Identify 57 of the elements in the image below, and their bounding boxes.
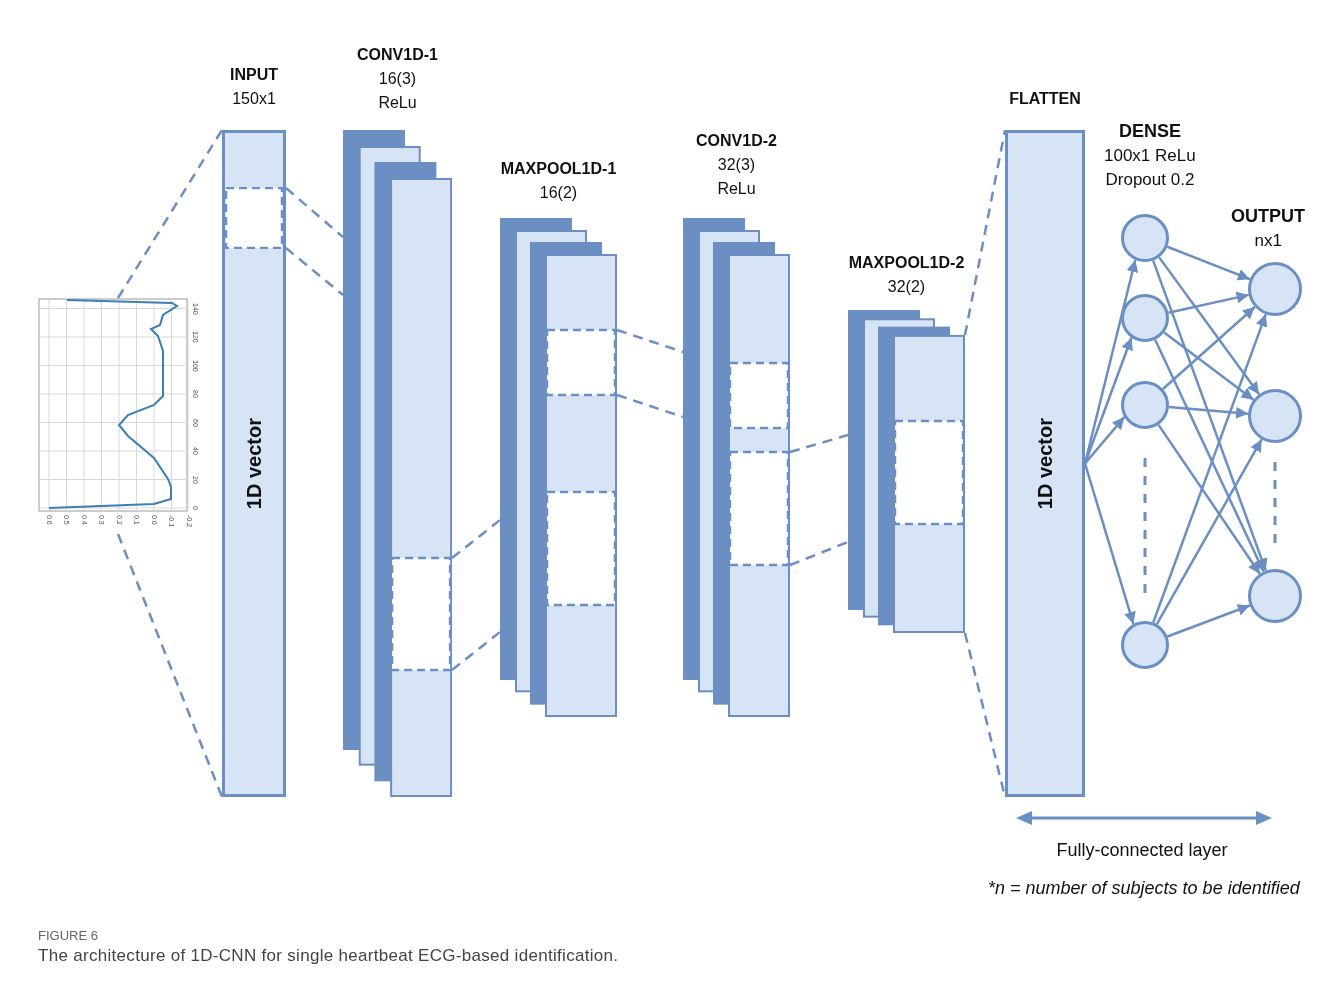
layer-title: CONV1D-2 [695,131,778,151]
projection-line [116,129,224,299]
figure-caption: The architecture of 1D-CNN for single heartbeat ECG-based identification. [38,946,619,966]
layer-params: ReLu [377,93,418,113]
neuron-circle [1121,621,1169,669]
layer-params: 16(2) [538,183,579,203]
arrow [1162,306,1256,390]
projection-line [285,247,344,296]
arrow [1163,331,1255,401]
layer-params: 32(2) [886,277,927,297]
arrow [1084,416,1126,465]
layer-params: nx1 [1254,232,1282,249]
arrow [1152,260,1268,572]
neuron-circle [1248,389,1302,443]
layer-params: 100x1 ReLu [1104,147,1196,164]
arrow [1155,438,1263,625]
layer-title: FLATTEN [1008,89,1082,109]
layer-title: INPUT [229,65,279,85]
projection-line [451,519,501,559]
layer-params: ReLu [716,179,757,199]
arrow [1157,424,1261,575]
projection-line [285,187,344,238]
projection-line [116,533,224,798]
arrow [1154,339,1265,573]
projection-line [616,328,684,354]
arrow [1166,245,1251,281]
layer-params: Dropout 0.2 [1105,171,1195,188]
arrow [1158,256,1261,395]
projection-line [616,393,684,419]
projection-line [451,631,501,671]
neuron-circle [1121,294,1169,342]
arrow [1168,291,1249,314]
neuron-circle [1121,214,1169,262]
axis-caption: Fully-connected layer [1056,841,1228,859]
projection-line [789,540,849,567]
neuron-circle [1121,381,1169,429]
layer-params: 16(3) [377,69,418,89]
layer-title: MAXPOOL1D-1 [500,159,617,179]
bar-label: 1D vector [242,417,266,510]
layer-params: 32(3) [716,155,757,175]
figure-number: FIGURE 6 [38,929,98,942]
bar-label: 1D vector [1033,417,1057,510]
projection-line [789,433,849,454]
arrow [1167,604,1251,638]
arrow [1083,337,1133,464]
footnote: *n = number of subjects to be identified [988,879,1300,897]
arrow [1083,463,1136,625]
arrow [1168,405,1249,419]
neuron-circle [1248,262,1302,316]
projection-line [963,129,1007,336]
layer-title: CONV1D-1 [356,45,439,65]
neuron-circle [1248,569,1302,623]
layer-title: OUTPUT [1231,207,1305,225]
arrow [1152,313,1268,623]
layer-params: 150x1 [231,89,277,109]
layer-title: DENSE [1119,122,1181,140]
layer-title: MAXPOOL1D-2 [848,253,965,273]
